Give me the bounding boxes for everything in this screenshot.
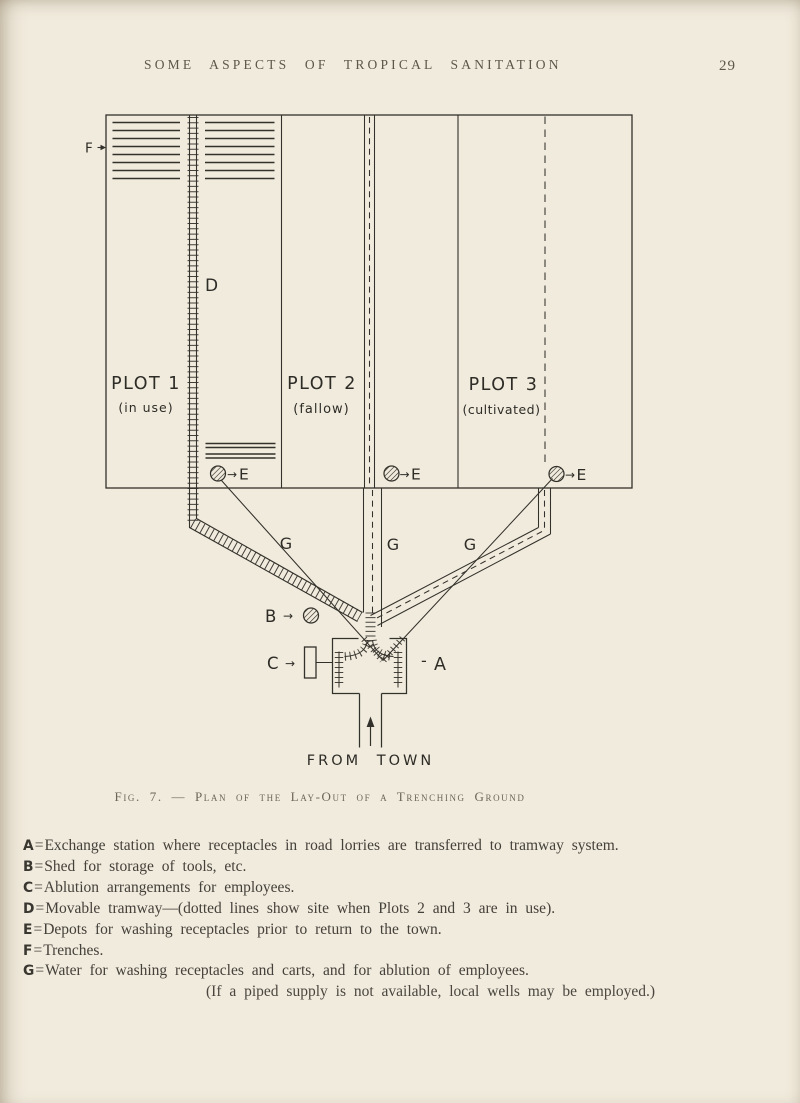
plot1-name: PLOT 1 [111, 374, 181, 394]
water-point-g1: G [280, 534, 292, 553]
depot-e1-label: E [239, 466, 249, 484]
figure-caption: Fig. 7. — Plan of the Lay-Out of a Trenc… [114, 789, 526, 804]
figure-legend: A=Exchange station where receptacles in … [23, 836, 785, 1003]
running-header: SOME ASPECTS OF TROPICAL SANITATION 29 [0, 57, 800, 77]
trench-lines-right [205, 121, 275, 180]
label-a-dash: - [421, 651, 427, 670]
depot-e3-circle [548, 465, 565, 483]
label-c: C [267, 654, 279, 673]
trench-lines-left [112, 121, 180, 180]
legend-separator: = [33, 941, 43, 959]
plot1-status: (in use) [118, 400, 173, 415]
legend-entry-a: A=Exchange station where receptacles in … [23, 836, 785, 857]
legend-entry-d: D=Movable tramway—(dotted lines show sit… [23, 899, 785, 920]
page-number: 29 [719, 58, 736, 74]
exchange-internal-tracks [334, 639, 403, 688]
legend-text-a: Exchange station where receptacles in ro… [44, 837, 619, 854]
legend-key-c: C [23, 879, 34, 896]
plot2-status: (fallow) [293, 402, 350, 417]
ablution-shed [303, 646, 317, 679]
legend-text-c: Ablution arrangements for employees. [43, 878, 295, 896]
legend-entry-e: E=Depots for washing receptacles prior t… [23, 920, 785, 941]
label-b: B [265, 607, 276, 626]
label-a: A [434, 655, 446, 675]
page-title: SOME ASPECTS OF TROPICAL SANITATION [144, 57, 562, 72]
legend-entry-g: G=Water for washing receptacles and cart… [23, 961, 785, 982]
water-point-g3: G [464, 535, 476, 554]
legend-separator: = [33, 920, 43, 938]
plot3-status: (cultivated) [463, 402, 541, 417]
legend-entry-c: C=Ablution arrangements for employees. [23, 878, 785, 899]
depot-e2-circle [383, 465, 400, 482]
legend-key-a: A [23, 838, 34, 854]
legend-key-f: F [23, 942, 33, 959]
legend-key-d: D [23, 900, 35, 917]
exchange-station-outline [331, 637, 408, 748]
legend-text-d: Movable tramway—(dotted lines show site … [45, 899, 556, 917]
legend-key-e: E [23, 921, 33, 938]
label-b-arrow-icon: → [283, 609, 293, 623]
depot-e2-label: E [411, 466, 421, 484]
legend-text-f: Trenches. [43, 941, 104, 959]
ground-outline [105, 114, 633, 489]
depot-e2-arrow-icon: → [400, 468, 410, 482]
depot-transfer-lines [221, 478, 553, 661]
plot2-future-tramway-site [363, 115, 376, 488]
from-town-label: FROM TOWN [307, 753, 434, 769]
legend-key-g: G [23, 963, 35, 980]
plot2-name: PLOT 2 [287, 374, 357, 394]
depot-e1-circle [209, 465, 227, 482]
legend-entry-b: B=Shed for storage of tools, etc. [23, 857, 785, 878]
depot-e1-arrow-icon: → [227, 468, 237, 482]
plot3-name: PLOT 3 [469, 375, 539, 395]
label-f: F [85, 141, 93, 157]
legend-entry-f: F=Trenches. [23, 941, 785, 962]
label-d: D [205, 276, 218, 296]
depot-e3-label: E [577, 466, 587, 484]
legend-text-b: Shed for storage of tools, etc. [44, 857, 247, 875]
legend-text-g: Water for washing receptacles and carts,… [45, 962, 529, 980]
legend-separator: = [34, 837, 44, 854]
f-pointer-head [100, 144, 106, 151]
plot2-access-road [362, 488, 383, 627]
legend-separator: = [35, 899, 45, 917]
tool-shed-b-circle [302, 607, 320, 624]
tramway-rails [188, 115, 363, 622]
legend-text-e: Depots for washing receptacles prior to … [43, 920, 442, 938]
tramway-ties [187, 117, 363, 622]
plot-boundaries [280, 115, 459, 488]
legend-separator: = [34, 878, 43, 896]
legend-separator: = [34, 857, 44, 875]
depot-e3-arrow-icon: → [565, 468, 575, 482]
from-town-arrow-head [366, 716, 375, 727]
legend-key-b: B [23, 858, 34, 875]
trench-lines-bottom [205, 442, 276, 459]
legend-note: (If a piped supply is not available, loc… [206, 983, 656, 1001]
legend-separator: = [35, 962, 45, 980]
plot3-access-road [370, 488, 552, 626]
water-point-g2: G [387, 535, 399, 554]
trenching-ground-plan: F D PLOT 1 (in use) PLOT 2 (fallow) PLOT… [85, 114, 633, 769]
label-c-arrow-icon: → [285, 657, 295, 671]
